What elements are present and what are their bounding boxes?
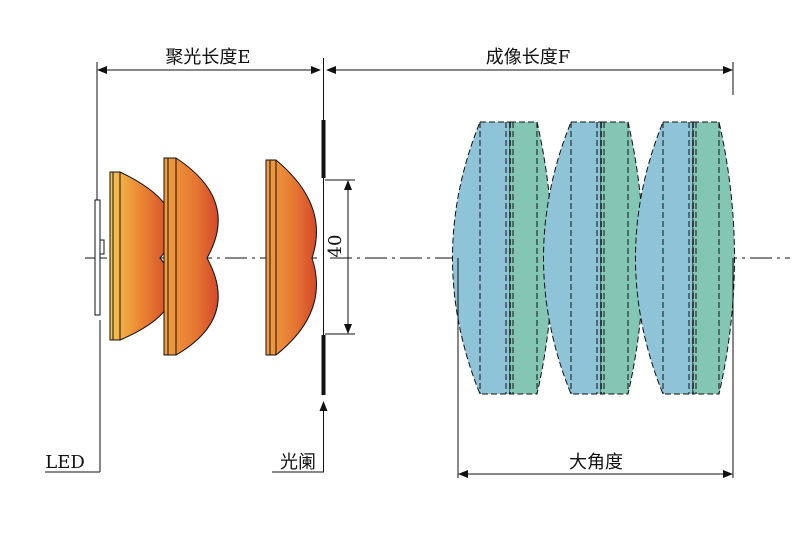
imaging-length-label: 成像长度F <box>486 47 571 68</box>
condenser-lens-2 <box>163 157 219 356</box>
imaging-lens-group-1 <box>452 121 553 395</box>
imaging-lens-group-3 <box>635 121 735 395</box>
aperture-dim-label: 40 <box>325 235 346 258</box>
led-board <box>94 199 101 316</box>
aperture-label: 光阑 <box>280 452 316 473</box>
focus-length-label: 聚光长度E <box>165 47 250 68</box>
led-label: LED <box>45 452 85 473</box>
condenser-lens-3 <box>265 159 317 356</box>
imaging-lens-group-2 <box>543 121 644 395</box>
wide-angle-label: 大角度 <box>569 452 623 473</box>
led-chip <box>99 239 105 255</box>
condenser-lens-1 <box>109 171 174 341</box>
